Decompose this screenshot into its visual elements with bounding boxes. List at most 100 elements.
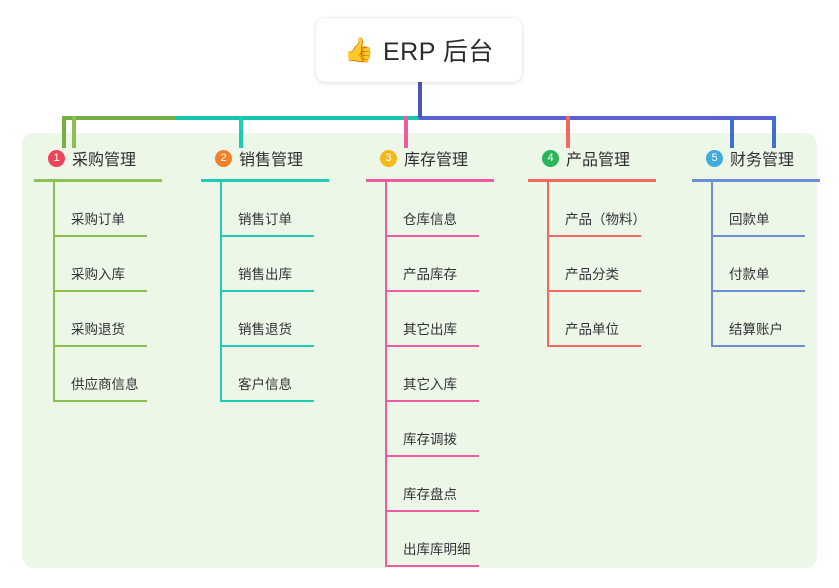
- leaf-item-underline: [53, 400, 147, 402]
- leaf-item[interactable]: 产品（物料）: [547, 182, 674, 237]
- branch-items-purchase: 采购订单采购入库采购退货供应商信息: [53, 182, 180, 402]
- branch-number-badge-purchase: 1: [48, 149, 65, 167]
- branch-header-purchase[interactable]: 1 采购管理: [30, 145, 180, 171]
- leaf-item[interactable]: 库存调拨: [385, 402, 512, 457]
- leaf-item-label: 付款单: [729, 267, 770, 282]
- leaf-item-label: 产品库存: [403, 267, 457, 282]
- leaf-item[interactable]: 出库库明细: [385, 512, 512, 567]
- connector-segment-green: [62, 116, 175, 120]
- root-node-content: 👍 ERP 后台: [344, 32, 494, 68]
- drop-connector-product: [566, 116, 570, 148]
- leaf-item-underline: [385, 345, 479, 347]
- leaf-item[interactable]: 结算账户: [711, 292, 838, 347]
- branch-underline-purchase: [34, 179, 162, 182]
- drop-connector-inventory: [404, 116, 408, 148]
- leaf-item[interactable]: 销售退货: [220, 292, 347, 347]
- root-node-card[interactable]: 👍 ERP 后台: [316, 18, 522, 82]
- branch-column-sales: 2 销售管理销售订单销售出库销售退货客户信息: [197, 145, 347, 402]
- leaf-item[interactable]: 产品分类: [547, 237, 674, 292]
- branch-spine-sales: [220, 182, 222, 402]
- branch-spine-finance: [711, 182, 713, 347]
- branch-title-inventory: 库存管理: [404, 152, 469, 169]
- leaf-item-label: 产品分类: [565, 267, 619, 282]
- leaf-item-underline: [711, 290, 805, 292]
- leaf-item[interactable]: 采购入库: [53, 237, 180, 292]
- branch-header-inventory[interactable]: 3 库存管理: [362, 145, 512, 171]
- connector-right-cap: [772, 116, 776, 148]
- leaf-item-label: 销售出库: [238, 267, 292, 282]
- leaf-item-label: 其它入库: [403, 377, 457, 392]
- connector-left-cap: [62, 116, 66, 148]
- leaf-item[interactable]: 客户信息: [220, 347, 347, 402]
- branch-column-inventory: 3 库存管理仓库信息产品库存其它出库其它入库库存调拨库存盘点出库库明细: [362, 145, 512, 567]
- leaf-item-label: 供应商信息: [71, 377, 139, 392]
- branch-title-purchase: 采购管理: [72, 152, 137, 169]
- branch-number-badge-finance: 5: [706, 149, 723, 167]
- branch-number-badge-inventory: 3: [380, 149, 397, 167]
- leaf-item-underline: [385, 455, 479, 457]
- leaf-item-label: 其它出库: [403, 322, 457, 337]
- branch-underline-product: [528, 179, 656, 182]
- leaf-item-underline: [53, 235, 147, 237]
- leaf-item-label: 产品（物料）: [565, 212, 646, 227]
- leaf-item-label: 采购订单: [71, 212, 125, 227]
- branch-title-finance: 财务管理: [730, 152, 795, 169]
- branch-number-badge-sales: 2: [215, 149, 232, 167]
- branch-title-sales: 销售管理: [239, 152, 304, 169]
- leaf-item-underline: [547, 345, 641, 347]
- leaf-item-label: 回款单: [729, 212, 770, 227]
- leaf-item[interactable]: 库存盘点: [385, 457, 512, 512]
- branch-items-inventory: 仓库信息产品库存其它出库其它入库库存调拨库存盘点出库库明细: [385, 182, 512, 567]
- thumbs-up-icon: 👍: [344, 36, 374, 64]
- leaf-item[interactable]: 产品库存: [385, 237, 512, 292]
- leaf-item-label: 仓库信息: [403, 212, 457, 227]
- branch-header-finance[interactable]: 5 财务管理: [688, 145, 838, 171]
- leaf-item[interactable]: 付款单: [711, 237, 838, 292]
- branch-items-sales: 销售订单销售出库销售退货客户信息: [220, 182, 347, 402]
- connector-segment-teal: [175, 116, 419, 120]
- leaf-item-underline: [53, 345, 147, 347]
- leaf-item[interactable]: 回款单: [711, 182, 838, 237]
- leaf-item-underline: [547, 235, 641, 237]
- branch-number-badge-product: 4: [542, 149, 559, 167]
- branch-underline-finance: [692, 179, 820, 182]
- leaf-item-underline: [385, 565, 479, 567]
- leaf-item[interactable]: 产品单位: [547, 292, 674, 347]
- branch-underline-inventory: [366, 179, 494, 182]
- leaf-item-underline: [53, 290, 147, 292]
- leaf-item-underline: [220, 345, 314, 347]
- leaf-item[interactable]: 供应商信息: [53, 347, 180, 402]
- leaf-item-label: 结算账户: [729, 322, 783, 337]
- leaf-item-underline: [547, 290, 641, 292]
- leaf-item-underline: [220, 235, 314, 237]
- connector-segment-indigo: [419, 116, 776, 120]
- leaf-item-underline: [220, 400, 314, 402]
- leaf-item-label: 库存盘点: [403, 487, 457, 502]
- leaf-item[interactable]: 采购退货: [53, 292, 180, 347]
- leaf-item-label: 库存调拨: [403, 432, 457, 447]
- leaf-item[interactable]: 采购订单: [53, 182, 180, 237]
- branch-column-product: 4 产品管理产品（物料） 产品分类产品单位: [524, 145, 674, 347]
- leaf-item[interactable]: 其它入库: [385, 347, 512, 402]
- leaf-item[interactable]: 其它出库: [385, 292, 512, 347]
- trunk-connector: [418, 82, 422, 118]
- root-title: ERP 后台: [382, 38, 494, 66]
- leaf-item-label: 客户信息: [238, 377, 292, 392]
- leaf-item[interactable]: 销售出库: [220, 237, 347, 292]
- branch-title-product: 产品管理: [566, 152, 631, 169]
- leaf-item-underline: [385, 510, 479, 512]
- branch-header-product[interactable]: 4 产品管理: [524, 145, 674, 171]
- branch-underline-sales: [201, 179, 329, 182]
- drop-connector-purchase: [72, 116, 76, 148]
- leaf-item[interactable]: 销售订单: [220, 182, 347, 237]
- leaf-item-underline: [711, 235, 805, 237]
- leaf-item-label: 产品单位: [565, 322, 619, 337]
- background-panel: [22, 133, 817, 568]
- branch-items-product: 产品（物料） 产品分类产品单位: [547, 182, 674, 347]
- leaf-item-underline: [220, 290, 314, 292]
- branch-header-sales[interactable]: 2 销售管理: [197, 145, 347, 171]
- branch-items-finance: 回款单付款单结算账户: [711, 182, 838, 347]
- branch-spine-purchase: [53, 182, 55, 402]
- leaf-item[interactable]: 仓库信息: [385, 182, 512, 237]
